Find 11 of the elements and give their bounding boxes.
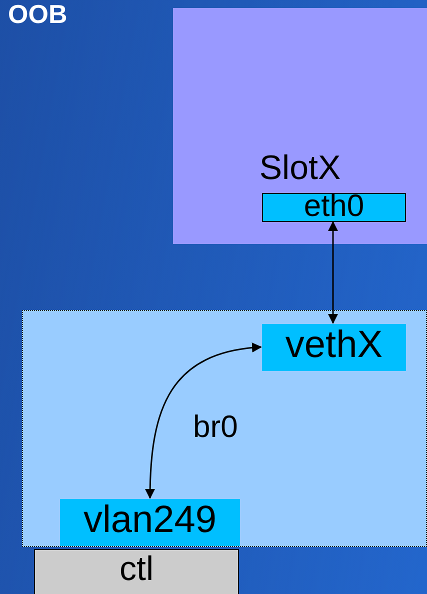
- node-label: br0: [193, 411, 238, 442]
- interface-label: vlan249: [60, 499, 240, 546]
- arrow: [328, 221, 338, 324]
- interface-label: eth0: [262, 193, 406, 222]
- slot-box: [173, 8, 427, 244]
- process-box: ctl: [34, 549, 239, 594]
- bridge-area: [22, 310, 427, 547]
- arrow: [145, 343, 262, 499]
- slide-title: OOB: [8, 0, 68, 28]
- node-label: SlotX: [258, 151, 342, 185]
- interface-label: vethX: [262, 324, 406, 371]
